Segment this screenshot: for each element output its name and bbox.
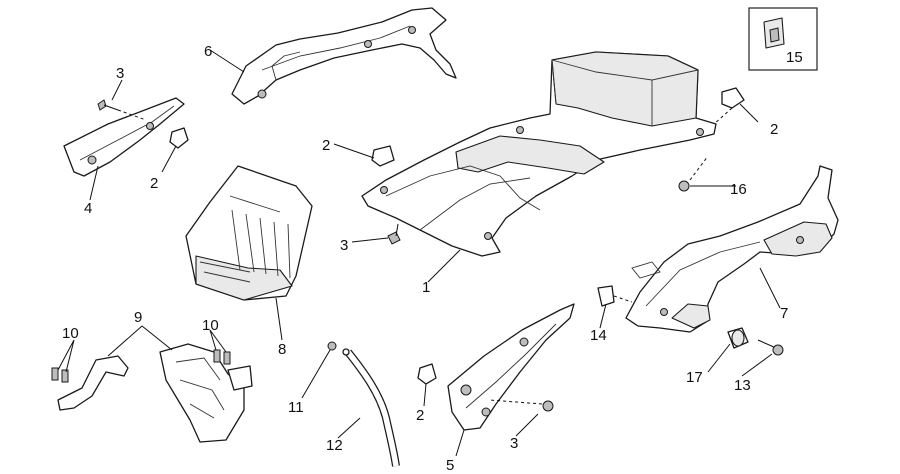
callout-3-lower: 3 — [510, 435, 518, 452]
part-11-clamp — [327, 341, 350, 356]
callout-labels: 6 3 4 2 2 3 1 15 2 16 7 8 9 10 10 14 17 … — [62, 43, 803, 474]
callout-3-center: 3 — [340, 237, 348, 254]
hardware — [51, 87, 784, 412]
callout-2-right: 2 — [770, 121, 778, 138]
callout-13: 13 — [734, 377, 751, 394]
callout-9: 9 — [134, 309, 142, 326]
callout-4: 4 — [84, 200, 92, 217]
callout-2-lower: 2 — [416, 407, 424, 424]
part-4-left-bracket — [63, 97, 185, 177]
callout-5: 5 — [446, 457, 454, 474]
callout-7: 7 — [780, 305, 788, 322]
callout-16: 16 — [730, 181, 747, 198]
part-1-rear-undertray — [361, 51, 717, 257]
callout-2-center: 2 — [322, 137, 330, 154]
callout-10-left: 10 — [62, 325, 79, 342]
leader-lines — [57, 49, 781, 457]
part-9-strap — [57, 355, 129, 411]
part-6-rear-bracket — [231, 7, 457, 105]
callout-11: 11 — [288, 399, 304, 416]
part-7-right-bracket — [625, 165, 839, 333]
part-15-inset — [748, 7, 818, 71]
part-9-lower-plate — [159, 343, 253, 443]
callout-2-left: 2 — [150, 175, 158, 192]
callout-12: 12 — [326, 437, 343, 454]
callout-6: 6 — [204, 43, 212, 60]
part-5-lower-bracket — [447, 303, 575, 431]
part-8-battery-tray — [185, 165, 313, 301]
callout-14: 14 — [590, 327, 607, 344]
callout-3-top: 3 — [116, 65, 124, 82]
callout-17: 17 — [686, 369, 703, 386]
callout-8: 8 — [278, 341, 286, 358]
callout-15: 15 — [786, 49, 803, 66]
callout-10-right: 10 — [202, 317, 219, 334]
callout-1: 1 — [422, 279, 430, 296]
part-12-drain-hose — [344, 349, 400, 467]
